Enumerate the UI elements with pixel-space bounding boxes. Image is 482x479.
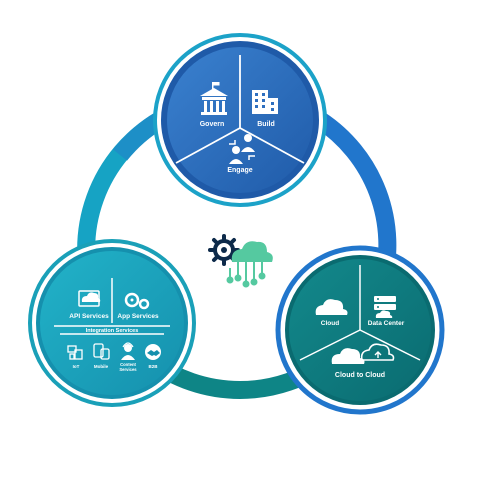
office-building-icon xyxy=(252,90,278,114)
govern-label: Govern xyxy=(200,121,225,128)
network-lines-icon xyxy=(226,262,266,288)
server-icon xyxy=(374,296,396,318)
cloud-icon xyxy=(315,299,348,315)
api-services-label: API Services xyxy=(69,313,109,320)
top-circle-govern-build-engage: Govern Build Engage xyxy=(153,33,327,207)
mobile-label: Mobile xyxy=(94,364,109,369)
left-circle-integration-services: API Services App Services Integration Se… xyxy=(28,239,196,407)
data-center-label: Data Center xyxy=(368,320,405,327)
cloud-to-cloud-label: Cloud to Cloud xyxy=(335,372,385,379)
right-circle-dividers xyxy=(299,265,421,361)
b2b-label: B2B xyxy=(148,364,158,369)
government-building-icon xyxy=(200,82,228,115)
mobile-devices-icon xyxy=(93,343,110,360)
integration-services-label: Integration Services xyxy=(86,328,139,334)
iot-label: IoT xyxy=(73,364,80,369)
content-services-label-line-1: Content xyxy=(120,362,136,367)
devices-icon xyxy=(67,345,83,360)
top-circle-dividers xyxy=(175,55,305,164)
cloud-icon xyxy=(231,241,273,262)
engage-label: Engage xyxy=(227,167,252,174)
build-label: Build xyxy=(257,121,275,128)
left-circle-dividers xyxy=(54,278,170,335)
two-clouds-icon xyxy=(331,343,395,364)
gears-icon xyxy=(124,292,150,310)
content-services-label-line-2: Services xyxy=(119,367,137,372)
people-exchange-icon xyxy=(229,134,255,164)
cloud-label: Cloud xyxy=(321,320,339,327)
support-person-icon xyxy=(121,342,135,360)
app-services-label: App Services xyxy=(117,313,159,320)
center-gear-cloud-network-icon xyxy=(208,234,273,288)
handshake-icon xyxy=(145,344,161,360)
right-circle-cloud-data-center: Cloud Data Center Cloud to Cloud xyxy=(275,245,445,415)
cloud-network-icon xyxy=(78,290,101,307)
